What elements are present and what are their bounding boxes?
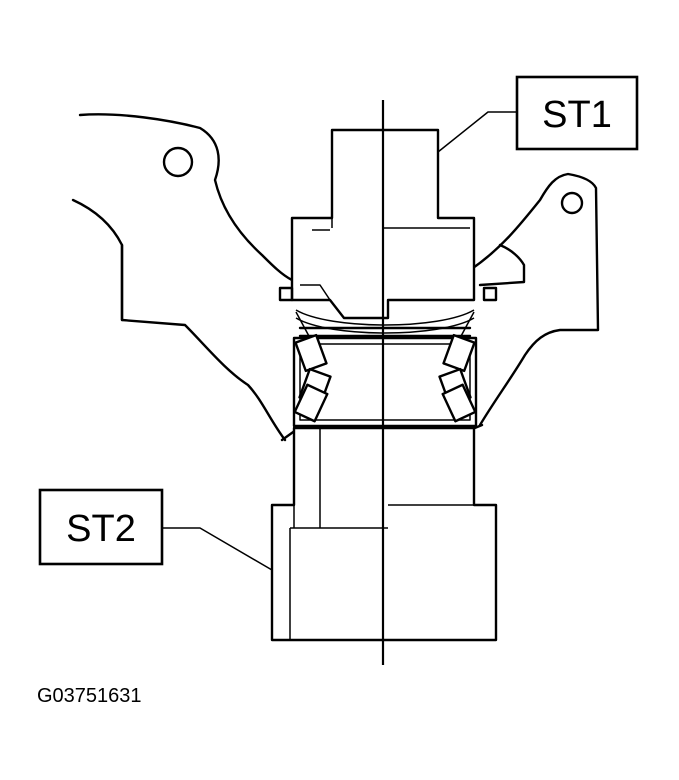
roller-left-lower — [293, 383, 329, 423]
st2-leader-line — [162, 527, 273, 571]
wheel-bearing — [292, 311, 478, 428]
st1-leader-line — [437, 111, 518, 153]
roller-right-lower — [441, 383, 477, 423]
figure-code: G03751631 — [37, 685, 142, 707]
st2-label: ST2 — [38, 488, 164, 566]
st1-label: ST1 — [515, 75, 639, 151]
st2-label-text: ST2 — [66, 508, 136, 550]
snap-ring — [278, 286, 498, 338]
st1-label-text: ST1 — [542, 94, 612, 136]
